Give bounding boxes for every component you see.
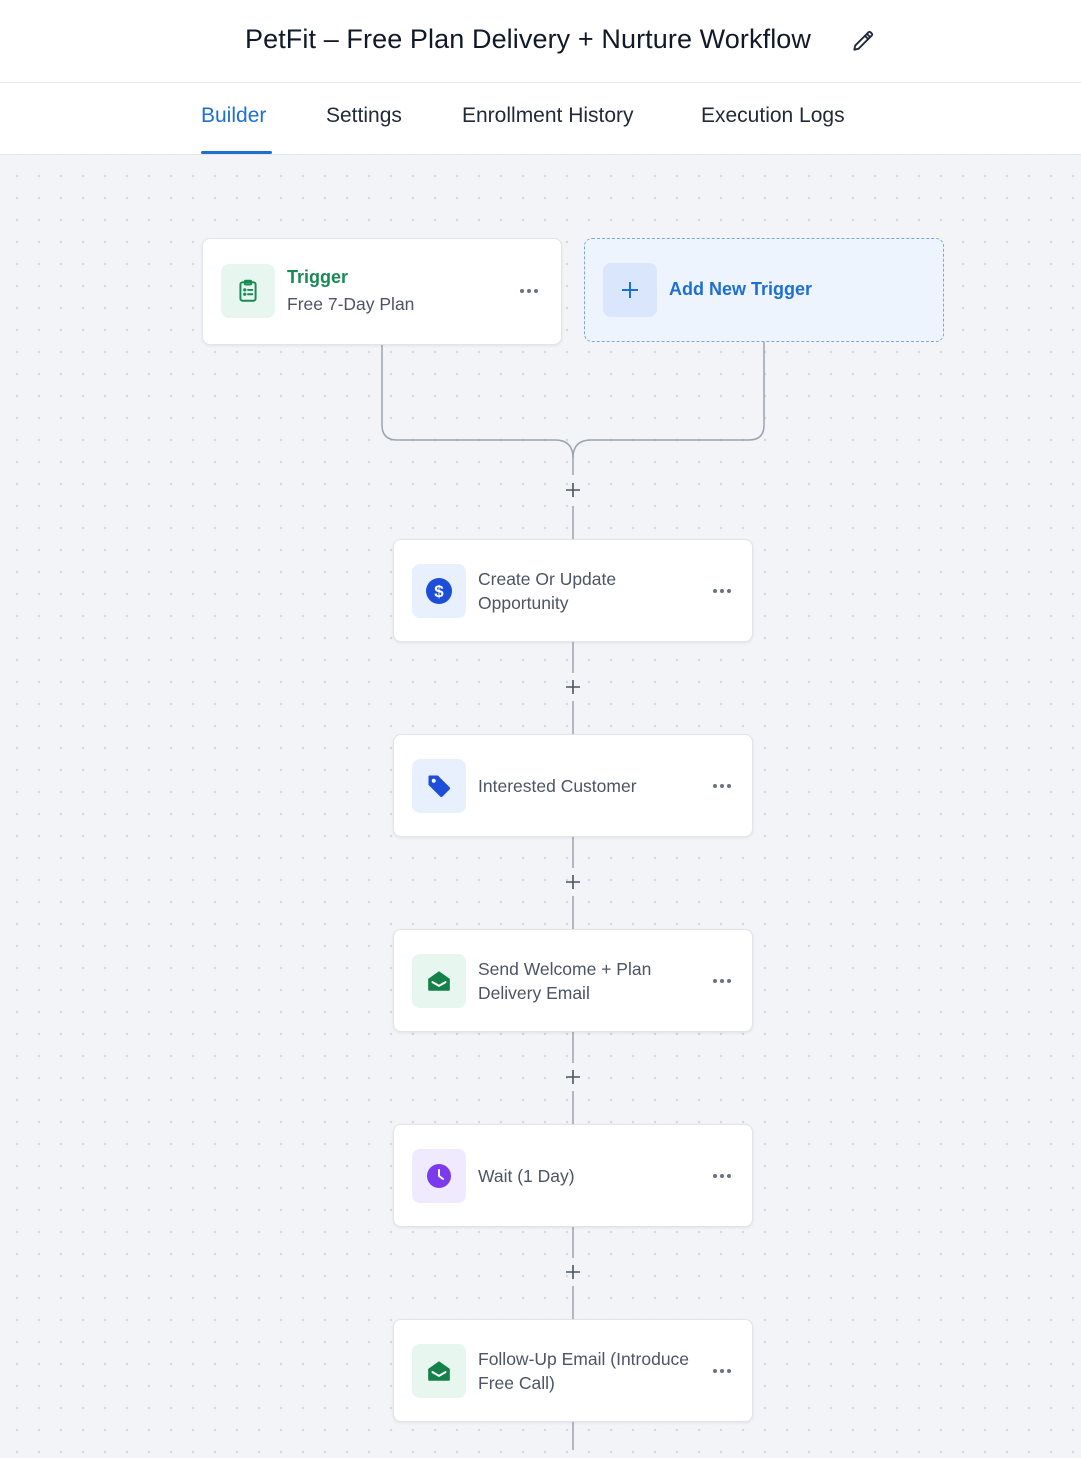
trigger-card[interactable]: Trigger Free 7-Day Plan — [202, 238, 562, 345]
action-card-follow-up-email[interactable]: Follow-Up Email (Introduce Free Call) — [393, 1319, 753, 1422]
action-card-create-opportunity[interactable]: $ Create Or Update Opportunity — [393, 539, 753, 642]
add-action-plus-icon[interactable] — [560, 1064, 586, 1090]
clock-icon — [412, 1149, 466, 1203]
action-card-wait[interactable]: Wait (1 Day) — [393, 1124, 753, 1227]
active-tab-indicator — [201, 151, 272, 154]
action-card-welcome-email[interactable]: Send Welcome + Plan Delivery Email — [393, 929, 753, 1032]
add-action-plus-icon[interactable] — [560, 477, 586, 503]
add-action-plus-icon[interactable] — [560, 1259, 586, 1285]
more-options-icon[interactable] — [707, 1361, 737, 1381]
more-options-icon[interactable] — [707, 776, 737, 796]
action-label: Create Or Update Opportunity — [478, 569, 617, 613]
tag-icon — [412, 759, 466, 813]
action-label: Send Welcome + Plan Delivery Email — [478, 959, 652, 1003]
trigger-title: Trigger — [287, 267, 349, 287]
svg-text:$: $ — [434, 582, 444, 601]
add-action-plus-icon[interactable] — [560, 869, 586, 895]
tab-settings[interactable]: Settings — [326, 104, 402, 127]
action-card-interested-customer[interactable]: Interested Customer — [393, 734, 753, 837]
tab-enrollment-history[interactable]: Enrollment History — [462, 104, 634, 127]
action-label: Follow-Up Email (Introduce Free Call) — [478, 1349, 690, 1393]
clipboard-icon — [221, 264, 275, 318]
tab-execution-logs[interactable]: Execution Logs — [701, 104, 845, 127]
action-label: Wait (1 Day) — [478, 1166, 575, 1186]
workflow-title: PetFit – Free Plan Delivery + Nurture Wo… — [244, 24, 812, 54]
more-options-icon[interactable] — [707, 1166, 737, 1186]
mail-open-icon — [412, 1344, 466, 1398]
dollar-icon: $ — [412, 564, 466, 618]
trigger-subtitle: Free 7-Day Plan — [287, 294, 415, 314]
mail-open-icon — [412, 954, 466, 1008]
more-options-icon[interactable] — [707, 581, 737, 601]
add-action-plus-icon[interactable] — [560, 674, 586, 700]
add-new-trigger-label: Add New Trigger — [669, 279, 813, 299]
plus-icon — [603, 263, 657, 317]
more-options-icon[interactable] — [707, 971, 737, 991]
workflow-header: PetFit – Free Plan Delivery + Nurture Wo… — [0, 0, 1081, 83]
add-new-trigger-button[interactable]: Add New Trigger — [584, 238, 944, 342]
tab-builder[interactable]: Builder — [201, 104, 267, 127]
pencil-icon[interactable] — [850, 28, 876, 54]
tab-bar: Builder Settings Enrollment History Exec… — [0, 83, 1081, 155]
more-options-icon[interactable] — [514, 281, 544, 301]
action-label: Interested Customer — [478, 776, 637, 796]
